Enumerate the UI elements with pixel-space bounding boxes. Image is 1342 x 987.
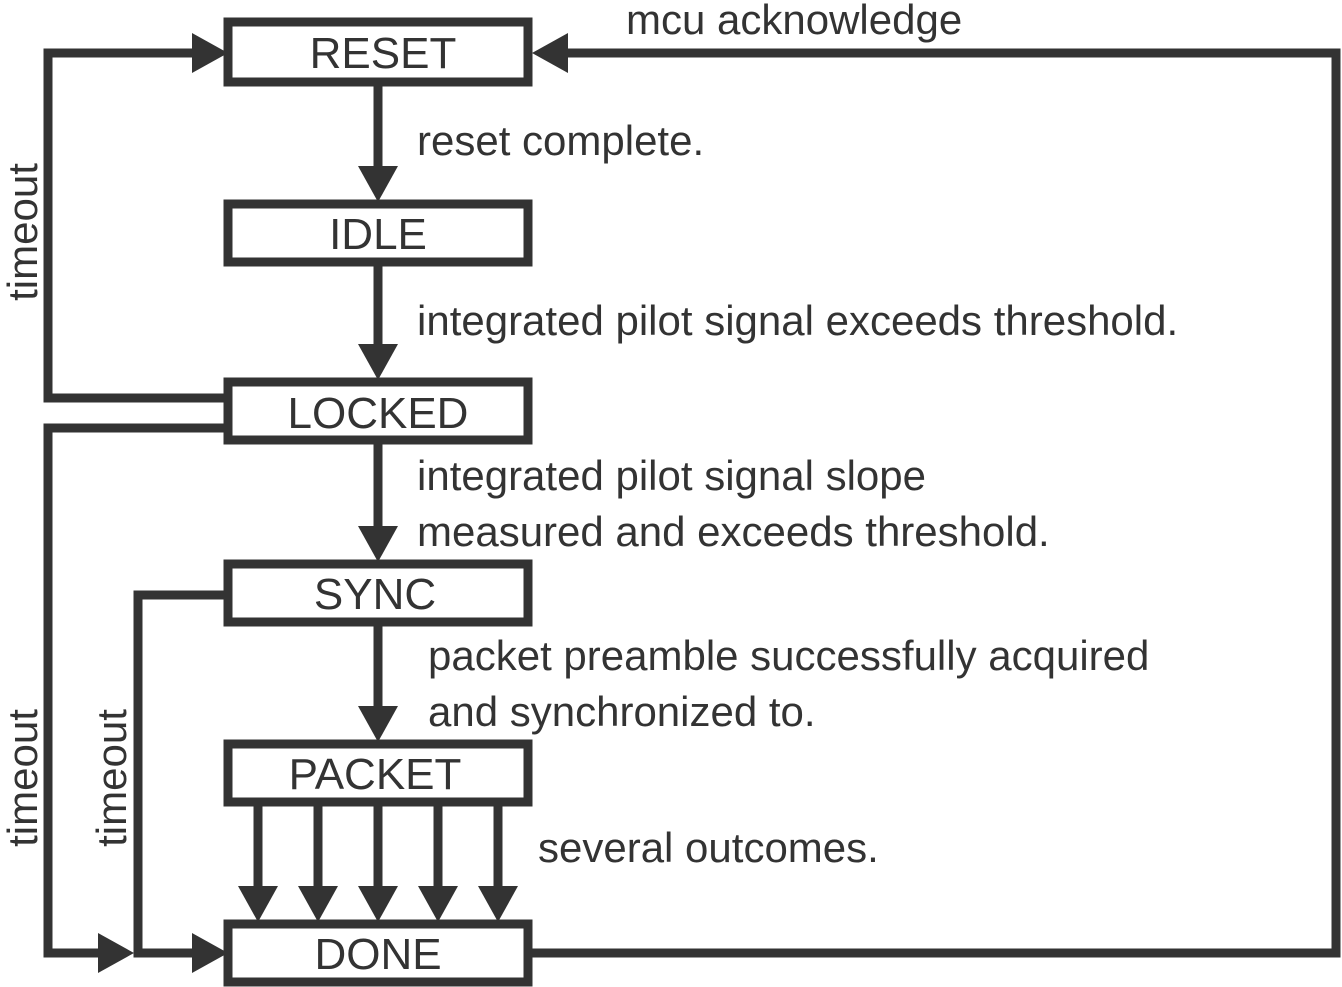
timeout-locked-reset-wire	[43, 48, 228, 403]
reset-complete-label: reset complete.	[417, 117, 704, 164]
outcome-arrowhead-1	[238, 886, 278, 922]
pilot-threshold-label: integrated pilot signal exceeds threshol…	[417, 297, 1178, 344]
state-idle: IDLE	[223, 199, 533, 267]
state-locked: LOCKED	[223, 377, 533, 445]
state-sync-box	[223, 559, 533, 627]
idle-locked-arrowhead	[358, 344, 398, 380]
mcu-acknowledge-label: mcu acknowledge	[626, 0, 962, 43]
state-idle-label: IDLE	[329, 210, 427, 259]
state-idle-box	[223, 199, 533, 267]
timeout-sync-done-label: timeout	[88, 709, 135, 847]
outcome-arrowhead-4	[418, 886, 458, 922]
state-locked-box	[223, 377, 533, 445]
state-done-label: DONE	[314, 930, 441, 979]
state-sync: SYNC	[223, 559, 533, 627]
state-sync-label: SYNC	[314, 570, 436, 619]
timeout-locked-done-wire	[43, 423, 228, 958]
preamble-label-line2: and synchronized to.	[428, 688, 816, 735]
slope-label-line2: measured and exceeds threshold.	[417, 508, 1050, 555]
several-outcomes-label: several outcomes.	[538, 824, 879, 871]
mcu-acknowledge-arrowhead	[532, 33, 568, 73]
state-reset-label: RESET	[310, 29, 457, 78]
reset-idle-arrowhead	[358, 166, 398, 202]
mcu-acknowledge-wire	[530, 48, 1341, 958]
outcome-arrowhead-3	[358, 886, 398, 922]
outcome-arrowhead-5	[478, 886, 518, 922]
state-packet-label: PACKET	[289, 750, 462, 799]
state-done: DONE	[223, 919, 533, 987]
state-done-box	[223, 919, 533, 987]
locked-sync-arrowhead	[358, 526, 398, 562]
timeout-locked-reset-arrowhead	[192, 33, 228, 73]
state-packet-box	[223, 739, 533, 807]
timeout-locked-done-label: timeout	[0, 709, 46, 847]
timeout-locked-reset-label: timeout	[0, 163, 46, 301]
state-reset: RESET	[223, 17, 533, 87]
sync-packet-arrowhead	[358, 706, 398, 742]
timeout-locked-done-arrowhead	[98, 933, 134, 973]
timeout-sync-done-arrowhead	[192, 933, 228, 973]
outcome-arrowhead-2	[298, 886, 338, 922]
slope-label-line1: integrated pilot signal slope	[417, 452, 926, 499]
state-reset-box	[223, 17, 533, 87]
timeout-sync-done-wire	[133, 590, 228, 958]
state-locked-label: LOCKED	[288, 389, 469, 438]
preamble-label-line1: packet preamble successfully acquired	[428, 632, 1149, 679]
state-packet: PACKET	[223, 739, 533, 807]
